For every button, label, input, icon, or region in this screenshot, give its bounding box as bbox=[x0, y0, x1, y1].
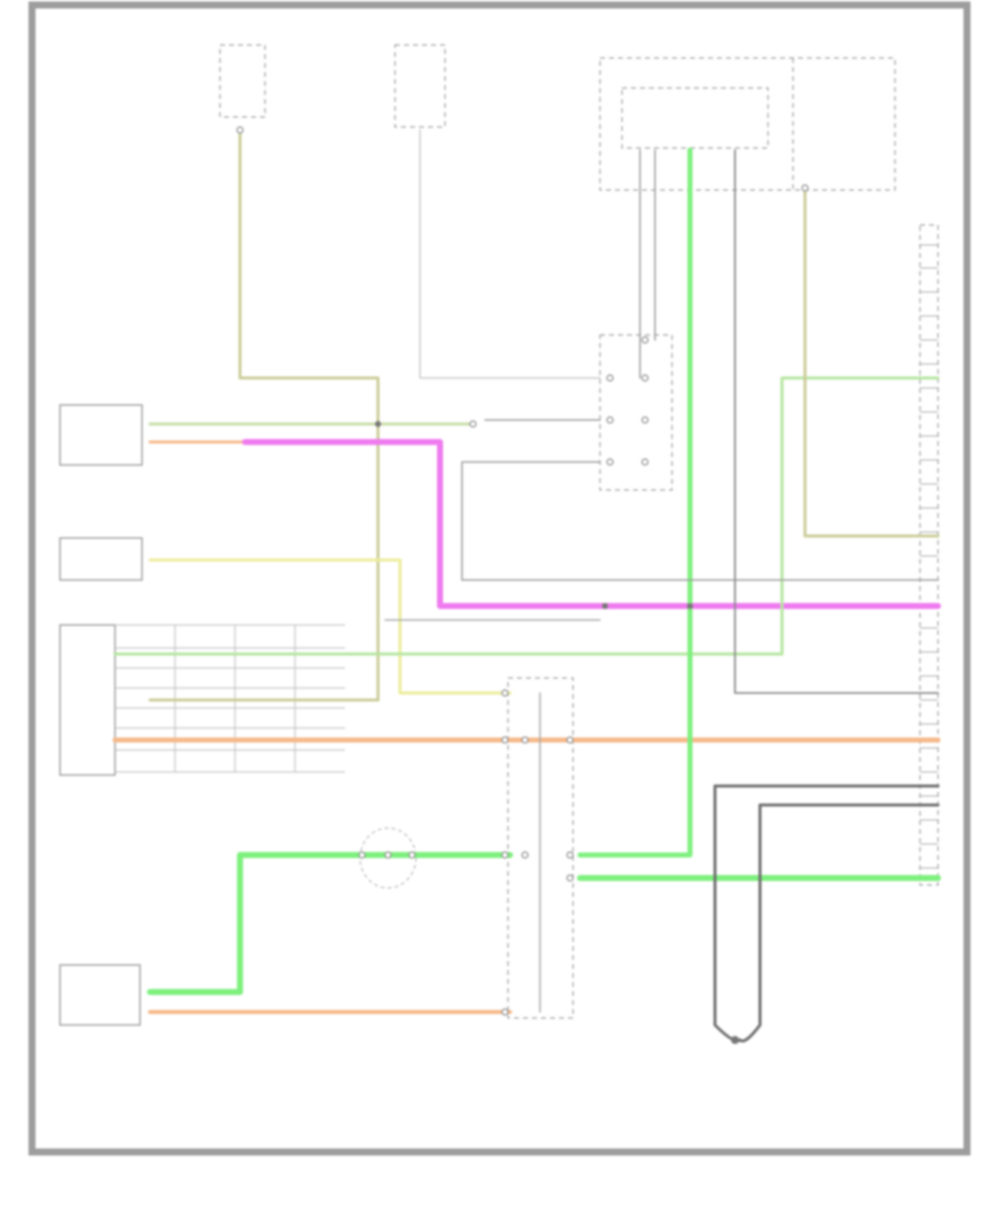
wire-olive-left bbox=[148, 128, 380, 702]
wire-light-green-long bbox=[113, 376, 940, 656]
wire-magenta bbox=[242, 439, 941, 609]
wires bbox=[112, 128, 941, 1043]
wire-green-vertical bbox=[577, 147, 693, 858]
diagram-frame bbox=[28, 1, 971, 1156]
terminals bbox=[236, 126, 809, 1044]
wire-dark-gray-loop-2 bbox=[738, 803, 940, 1043]
wire-dark-gray-loop-1 bbox=[713, 784, 940, 1043]
component-top-left-sensor bbox=[219, 44, 266, 118]
component-center-connector-upper bbox=[599, 334, 673, 491]
component-left-control-module bbox=[59, 624, 116, 776]
component-top-right-assembly bbox=[599, 57, 896, 191]
components bbox=[59, 44, 939, 1026]
wire-olive-right bbox=[803, 188, 940, 538]
component-bottom-left-module bbox=[59, 964, 141, 1026]
wire-yellow-b bbox=[148, 558, 512, 695]
wire-gray-sensor bbox=[419, 129, 601, 379]
wire-gray-upper-4 bbox=[461, 461, 939, 581]
component-top-right-inner-module bbox=[621, 87, 769, 149]
wire-green-bottom bbox=[147, 852, 513, 995]
right-connector-pins bbox=[920, 244, 938, 869]
component-top-center-sensor bbox=[394, 44, 446, 128]
component-left-module-b bbox=[59, 537, 143, 581]
wire-dark-gray-right bbox=[734, 149, 939, 694]
component-right-connector-strip bbox=[919, 224, 939, 886]
component-left-module-a bbox=[59, 404, 143, 466]
component-center-connector-lower bbox=[507, 677, 574, 1019]
